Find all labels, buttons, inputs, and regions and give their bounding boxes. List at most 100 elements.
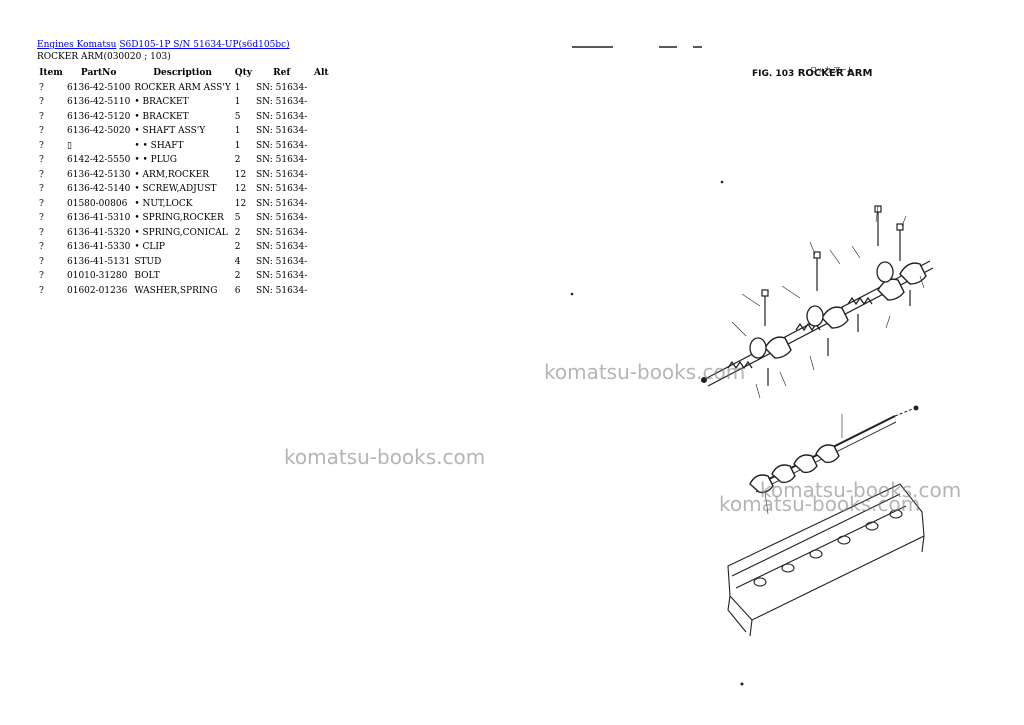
cell-partno: 6136-42-5140 <box>67 184 131 194</box>
cell-qty: 5 <box>234 111 241 122</box>
cell-item: ? <box>39 97 44 107</box>
cell-ref: SN: 51634- <box>256 271 308 281</box>
watermark: komatsu-books.com <box>544 360 746 384</box>
cell-description: STUD <box>134 256 162 267</box>
cell-item: ? <box>39 213 44 223</box>
table-row: ? 01580-00806 • NUT,LOCK 12 SN: 51634- <box>37 197 333 212</box>
parts-table: Item PartNo Description Qty Ref Alt ?613… <box>37 66 333 298</box>
table-row: ? 6142-42-5550• • PLUG 2 SN: 51634- <box>37 153 333 168</box>
cell-partno: 6136-42-5130 <box>67 169 131 180</box>
cell-partno: 6136-41-5330 <box>67 242 131 252</box>
cell-description: • SPRING,ROCKER <box>134 213 224 223</box>
cell-alt <box>309 153 333 168</box>
cell-qty: 5 <box>234 213 241 223</box>
cell-partno: 6136-41-5310 <box>67 213 131 223</box>
table-row: ? 6136-42-5110• BRACKET 1 SN: 51634- <box>37 95 333 110</box>
breadcrumb-link-engines[interactable]: Engines Komatsu <box>37 40 117 50</box>
cell-alt <box>309 81 333 96</box>
header-qty: Qty <box>234 68 252 78</box>
cell-item: ? <box>39 227 44 238</box>
cell-partno: 01580-00806 <box>67 198 128 209</box>
cell-item: ? <box>39 271 44 281</box>
cell-item: ? <box>39 82 44 93</box>
cell-item: ? <box>39 256 44 267</box>
cell-description: • BRACKET <box>134 97 189 107</box>
cell-qty: 1 <box>234 82 241 93</box>
cell-description: BOLT <box>134 271 160 281</box>
cell-partno: 6136-42-5120 <box>67 111 131 122</box>
watermark: komatsu-books.com <box>760 478 962 502</box>
breadcrumb-link-model[interactable]: S6D105-1P S/N 51634-UP(s6d105bc) <box>119 40 290 50</box>
cell-description: • CLIP <box>134 242 165 252</box>
cell-ref: SN: 51634- <box>256 97 308 107</box>
cell-alt <box>309 182 333 197</box>
cell-partno: 01602-01236 <box>67 285 128 296</box>
cell-qty: 4 <box>234 256 241 267</box>
cell-qty: 2 <box>234 227 241 238</box>
cell-ref: SN: 51634- <box>256 126 308 136</box>
figure-name: ROCKER ARM <box>797 68 873 79</box>
cell-alt <box>309 226 333 241</box>
cell-ref: SN: 51634- <box>256 184 308 194</box>
cell-qty: 2 <box>234 242 241 252</box>
cell-alt <box>309 139 333 154</box>
cell-alt <box>309 269 333 284</box>
header-partno: PartNo <box>80 68 117 78</box>
cell-alt <box>309 240 333 255</box>
figure-title: ロッカ アーム FIG. 103 ROCKER ARM <box>752 66 873 79</box>
cell-alt <box>309 95 333 110</box>
cell-item: ? <box>39 140 44 151</box>
cell-description: • NUT,LOCK <box>134 198 193 209</box>
watermark: komatsu-books.com <box>284 445 486 469</box>
cell-item: ? <box>39 184 44 194</box>
cell-alt <box>309 197 333 212</box>
cell-alt <box>309 284 333 299</box>
cell-item: ? <box>39 111 44 122</box>
watermark: komatsu-books.com <box>719 492 921 516</box>
cell-qty: 1 <box>234 97 241 107</box>
cell-item: ? <box>39 155 44 165</box>
cell-ref: SN: 51634- <box>256 140 308 151</box>
cell-partno: ▯ <box>67 140 72 151</box>
cell-description: • • PLUG <box>134 155 177 165</box>
cell-qty: 6 <box>234 285 241 296</box>
cell-ref: SN: 51634- <box>256 155 308 165</box>
cell-item: ? <box>39 126 44 136</box>
header-ref: Ref <box>273 68 291 78</box>
cell-description: • SCREW,ADJUST <box>134 184 217 194</box>
cell-ref: SN: 51634- <box>256 111 308 122</box>
cell-alt <box>309 211 333 226</box>
figure-number: FIG. 103 <box>752 69 795 79</box>
table-row: ? 6136-42-5140• SCREW,ADJUST 12 SN: 51634- <box>37 182 333 197</box>
cell-ref: SN: 51634- <box>256 82 308 93</box>
cell-qty: 12 <box>234 169 247 180</box>
cell-ref: SN: 51634- <box>256 198 308 209</box>
cell-ref: SN: 51634- <box>256 285 308 296</box>
cell-partno: 6142-42-5550 <box>67 155 131 165</box>
cell-qty: 12 <box>234 198 247 209</box>
header-description: Description <box>153 68 212 78</box>
cell-qty: 2 <box>234 155 241 165</box>
cell-ref: SN: 51634- <box>256 256 308 267</box>
header-item: Item <box>39 68 63 78</box>
cell-qty: 1 <box>234 140 241 151</box>
cell-alt <box>309 124 333 139</box>
page-subtitle: ROCKER ARM(030020 ; 103) <box>37 52 171 62</box>
cell-alt <box>309 168 333 183</box>
cell-partno: 6136-42-5110 <box>67 97 131 107</box>
cell-qty: 12 <box>234 184 247 194</box>
cell-partno: 6136-41-5131 <box>67 256 131 267</box>
table-header-row: Item PartNo Description Qty Ref Alt <box>37 66 333 81</box>
cell-partno: 6136-41-5320 <box>67 227 131 238</box>
cell-description: ROCKER ARM ASS'Y <box>134 82 231 93</box>
cell-item: ? <box>39 198 44 209</box>
cell-item: ? <box>39 285 44 296</box>
